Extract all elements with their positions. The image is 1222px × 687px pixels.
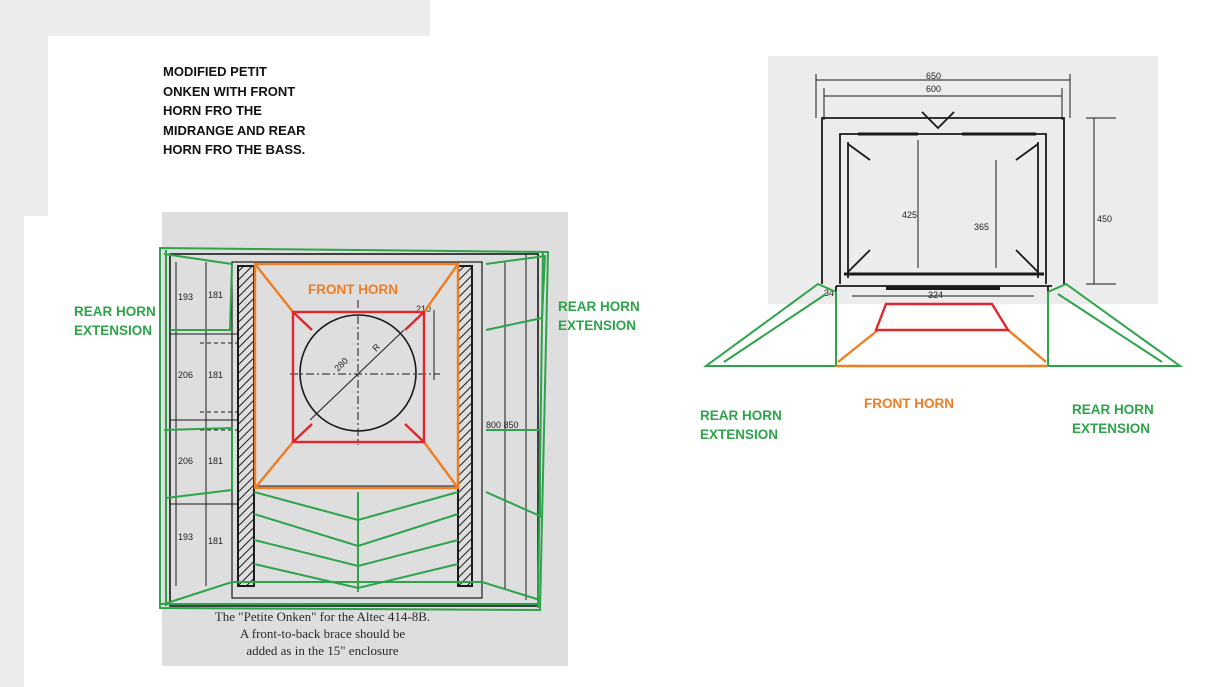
- left-scan-background: [0, 0, 430, 36]
- dim-outer-1: 193: [178, 292, 193, 302]
- right-dimensions: 650 600 425 365 450 324 34: [824, 71, 1112, 300]
- dim-inner-1: 181: [208, 290, 223, 300]
- left-rear-horn-label-left: REAR HORN EXTENSION: [74, 304, 156, 338]
- left-horn-throat: [291, 310, 426, 444]
- right-enclosure-drawing: [815, 74, 1116, 366]
- diagram-caption: The "Petite Onken" for the Altec 414-8B.…: [214, 609, 431, 658]
- dim-outer-2: 206: [178, 370, 193, 380]
- left-scan-margin-lower: [0, 216, 24, 687]
- dim-inner-2: 181: [208, 370, 223, 380]
- dim-height-c: 450: [1097, 214, 1112, 224]
- dim-inner-4: 181: [208, 536, 223, 546]
- right-rear-horn-label-left: REAR HORN EXTENSION: [700, 408, 782, 442]
- dim-outer-3: 206: [178, 456, 193, 466]
- left-enclosure-drawing: [169, 253, 539, 607]
- right-horn-throat: [874, 302, 1011, 332]
- dim-cutout-radius: R: [370, 341, 382, 353]
- left-front-horn-outline: [253, 262, 460, 490]
- right-front-horn-outline: [836, 329, 1048, 368]
- dim-width-outer: 650: [926, 71, 941, 81]
- right-rear-horn-label-right: REAR HORN EXTENSION: [1072, 402, 1154, 436]
- dim-height-a: 425: [902, 210, 917, 220]
- left-diagram-background: [162, 212, 568, 666]
- left-dimensions: 193 206 206 193 181 181 181 181 800 850 …: [178, 290, 519, 546]
- modification-note: MODIFIED PETIT ONKEN WITH FRONT HORN FRO…: [163, 64, 306, 157]
- dim-height-b: 365: [974, 222, 989, 232]
- dim-side: 34: [824, 288, 834, 298]
- dim-cutout-diameter: 280: [332, 356, 350, 374]
- dim-width-inner: 600: [926, 84, 941, 94]
- dim-outer-4: 193: [178, 532, 193, 542]
- left-rear-horn-outline: [159, 246, 550, 612]
- left-rear-horn-label-right: REAR HORN EXTENSION: [558, 299, 640, 333]
- right-front-horn-label: FRONT HORN: [864, 396, 954, 411]
- dim-port: 324: [928, 290, 943, 300]
- dim-right: 800 850: [486, 420, 519, 430]
- left-front-horn-label: FRONT HORN: [308, 282, 398, 297]
- right-scan-background: [768, 56, 1158, 304]
- dim-top-right: 210: [416, 304, 431, 314]
- dim-inner-3: 181: [208, 456, 223, 466]
- left-scan-margin: [0, 36, 48, 216]
